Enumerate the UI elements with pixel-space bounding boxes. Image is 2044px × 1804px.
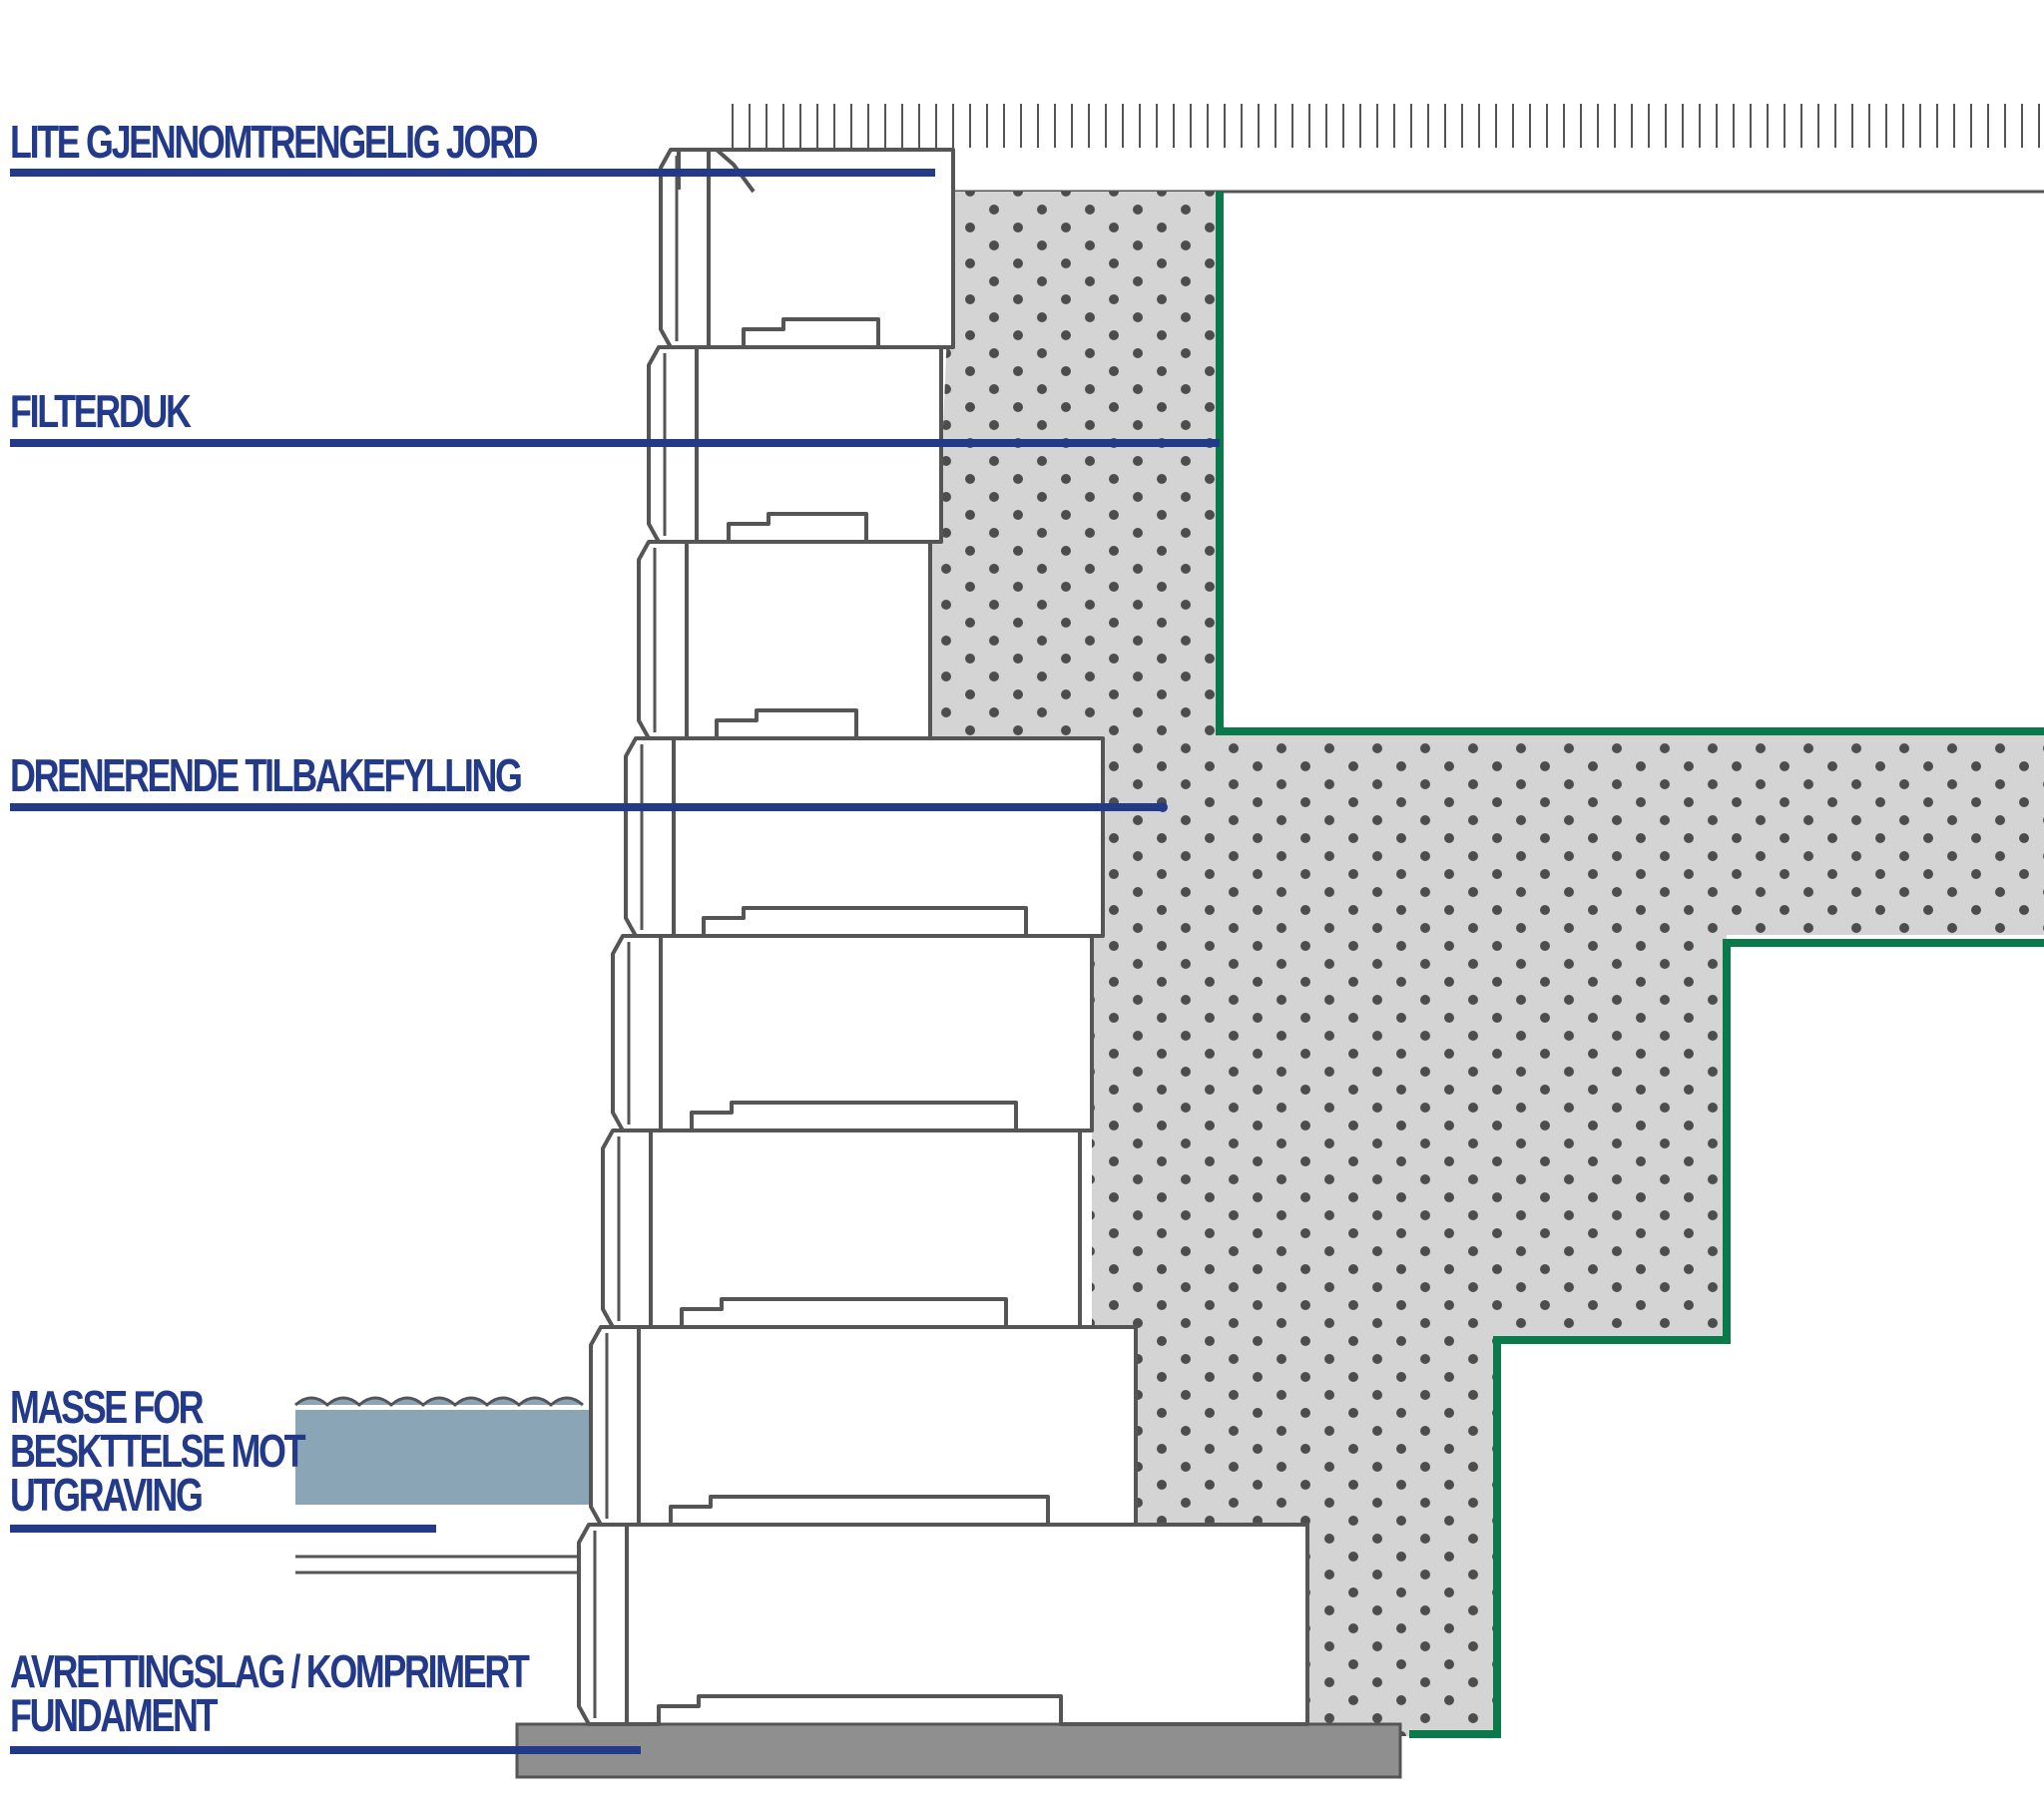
wall-block (589, 1325, 1138, 1527)
label-backfill: DRENERENDE TILBAKEFYLLING (10, 749, 523, 801)
label-soil: LITE GJENNOMTRENGELIG JORD (10, 116, 539, 168)
filter-fabric-line-lower (1409, 939, 2044, 1738)
wall-block (624, 736, 1105, 938)
label-protection: MASSE FOR BESKTTELSE MOT UTGRAVING (10, 1381, 305, 1521)
wall-block (659, 148, 955, 349)
retaining-wall-blocks (577, 148, 1309, 1726)
foundation-slab (515, 1722, 1402, 1779)
label-filter: FILTERDUK (10, 385, 192, 437)
wall-block (577, 1523, 1309, 1726)
ground-surface-hatch (732, 104, 2040, 148)
wall-block (637, 540, 932, 740)
backfill-leader-dot (1158, 802, 1168, 812)
wall-block (611, 934, 1094, 1132)
erosion-protection-mass (294, 1396, 595, 1505)
wall-block (601, 1128, 1082, 1329)
filter-fabric-line (1216, 192, 2044, 735)
label-foundation: AVRETTINGSLAG / KOMPRIMERT FUNDAMENT (10, 1645, 530, 1741)
